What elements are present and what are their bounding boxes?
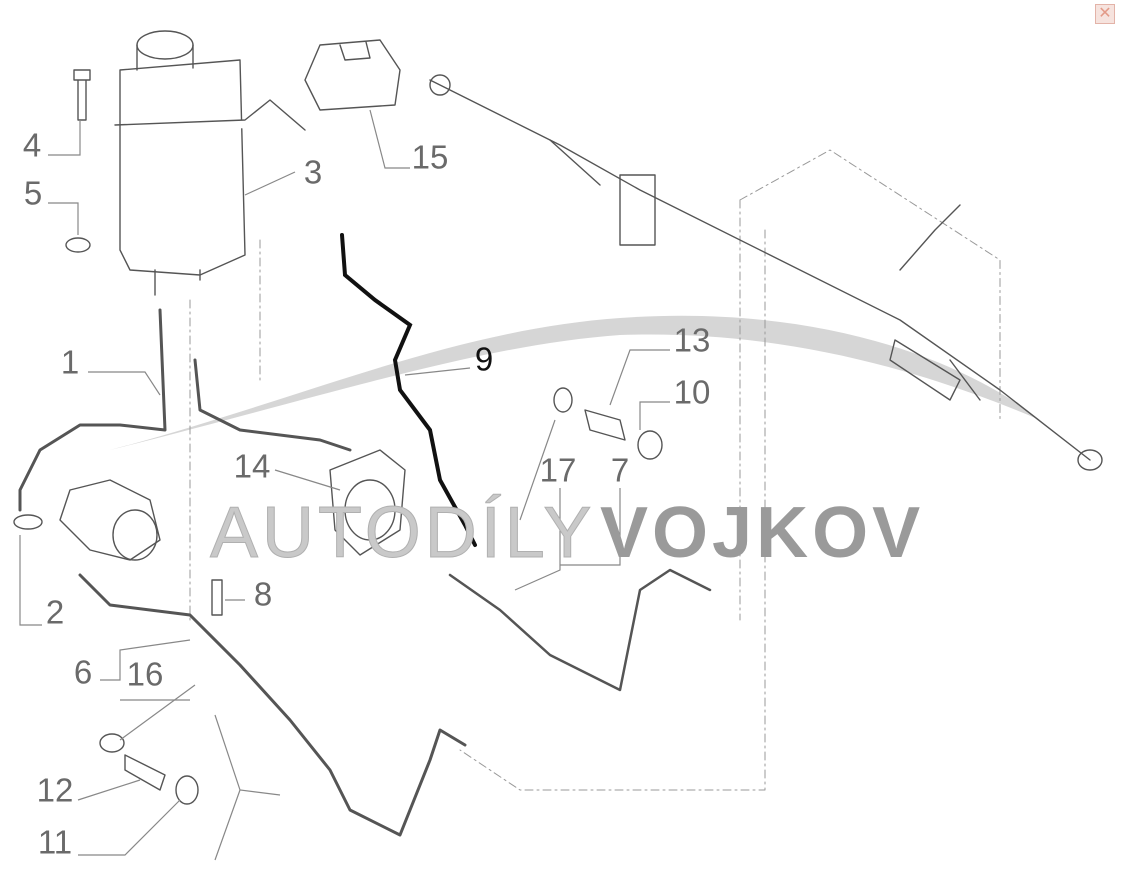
seal-part-5: [65, 237, 91, 253]
close-icon[interactable]: ✕: [1095, 4, 1115, 24]
pump-part-14: [329, 449, 406, 556]
seal-part-16: [99, 733, 125, 753]
callout-16[interactable]: 16: [126, 655, 164, 693]
bolt-part-8: [211, 579, 223, 616]
callout-2[interactable]: 2: [45, 593, 65, 631]
hose-part-9-highlighted: [340, 233, 477, 547]
callout-8[interactable]: 8: [253, 575, 273, 613]
bolt-part-4: [73, 69, 91, 121]
fitting-part-12: [124, 754, 166, 791]
callout-12[interactable]: 12: [36, 771, 74, 809]
reservoir-part-3: [114, 30, 306, 296]
fitting-part-13: [584, 409, 626, 441]
callout-10[interactable]: 10: [673, 373, 711, 411]
hose-part-1: [18, 308, 167, 512]
callout-13[interactable]: 13: [673, 321, 711, 359]
seal-o-ring: [553, 387, 573, 413]
callout-7[interactable]: 7: [610, 451, 630, 489]
callout-15[interactable]: 15: [411, 138, 449, 176]
assembly-lines: [189, 149, 1001, 791]
steering-rack: [429, 74, 1103, 471]
seal-part-2: [13, 514, 43, 530]
pipe-part-17: [448, 568, 712, 692]
watermark-autodily: AUTODÍLY: [209, 493, 596, 573]
callout-1[interactable]: 1: [60, 343, 80, 381]
callout-6[interactable]: 6: [73, 653, 93, 691]
callout-3[interactable]: 3: [303, 153, 323, 191]
leader-lines: [19, 109, 670, 861]
callout-9[interactable]: 9: [474, 340, 494, 378]
callout-14[interactable]: 14: [233, 447, 271, 485]
washer-part-10: [637, 430, 663, 460]
callout-11[interactable]: 11: [37, 823, 73, 861]
cap-part-15: [304, 39, 401, 111]
callout-17[interactable]: 17: [539, 451, 577, 489]
hose-part-6: [78, 573, 467, 837]
callout-4[interactable]: 4: [22, 126, 42, 164]
watermark-vojkov: VOJKOV: [600, 493, 925, 573]
washer-part-11: [175, 775, 199, 805]
callout-5[interactable]: 5: [23, 174, 43, 212]
